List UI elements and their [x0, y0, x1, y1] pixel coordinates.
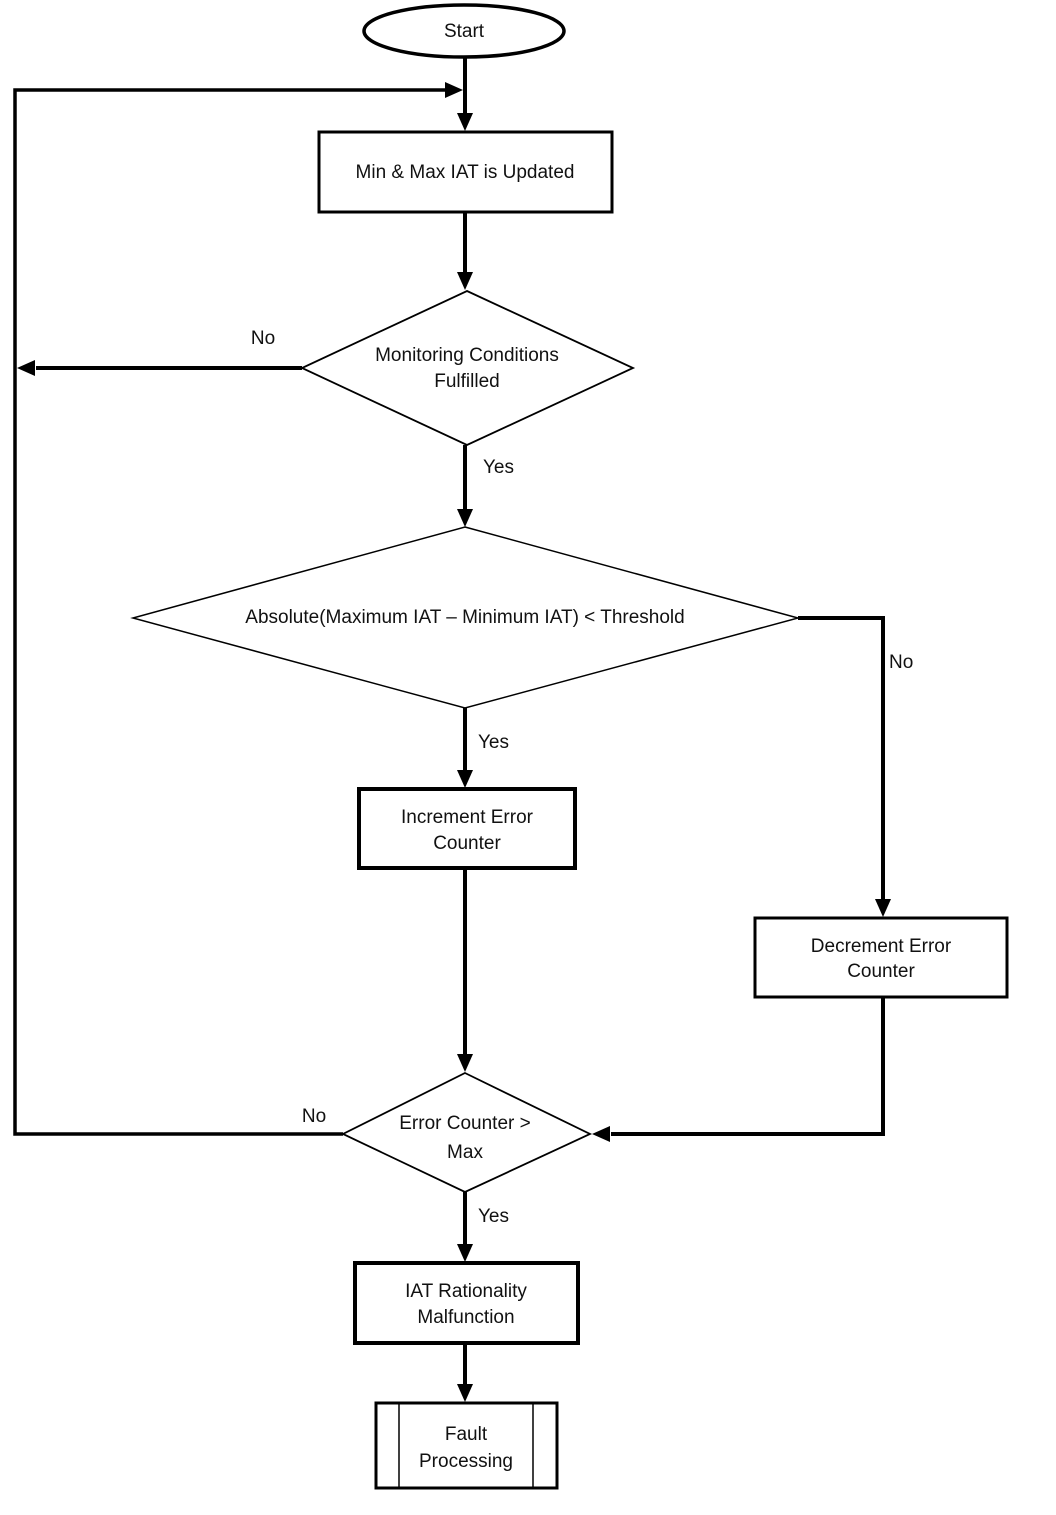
arrowheads	[17, 82, 891, 1402]
arrowhead-increment-to-check-icon	[457, 1054, 473, 1072]
loop-back-line	[13, 88, 446, 1136]
malfunction-label-line2: Malfunction	[417, 1307, 514, 1328]
increment-label-line2: Counter	[433, 833, 501, 854]
monitoring-no-label: No	[251, 328, 275, 349]
malfunction-node	[353, 1261, 580, 1345]
decrement-label-line2: Counter	[847, 961, 915, 982]
arrowhead-check-yes-icon	[457, 1244, 473, 1262]
arrowhead-malfunction-to-fault-icon	[457, 1384, 473, 1402]
counter-yes-label: Yes	[478, 1206, 509, 1227]
malfunction-label-line1: IAT Rationality	[405, 1281, 527, 1302]
fault-node	[374, 1401, 559, 1490]
arrowhead-update-to-monitoring-icon	[457, 272, 473, 290]
counter-check-decision-node	[340, 1071, 593, 1193]
monitoring-label-line1: Monitoring Conditions	[375, 345, 559, 366]
connectors	[13, 57, 885, 1389]
monitoring-yes-label: Yes	[483, 457, 514, 478]
arrowhead-decrement-to-check-icon	[592, 1126, 610, 1142]
counter-no-label: No	[302, 1106, 326, 1127]
decrement-to-check-line	[611, 997, 885, 1136]
decrement-label-line1: Decrement Error	[811, 936, 952, 957]
arrowhead-threshold-yes-icon	[457, 770, 473, 788]
update-label: Min & Max IAT is Updated	[356, 162, 575, 183]
arrowhead-loop-rejoin-icon	[445, 82, 463, 98]
counter-check-label-line1: Error Counter >	[399, 1113, 530, 1134]
arrowhead-monitoring-yes-icon	[457, 509, 473, 527]
decrement-node	[753, 916, 1009, 999]
fault-label-line2: Processing	[419, 1451, 513, 1472]
fault-label-line1: Fault	[445, 1424, 488, 1445]
increment-label-line1: Increment Error	[401, 807, 534, 828]
arrowhead-monitoring-no-icon	[17, 360, 35, 376]
arrowhead-start-to-update-icon	[457, 113, 473, 131]
monitoring-decision-node	[299, 290, 636, 446]
monitoring-label-line2: Fulfilled	[434, 371, 499, 392]
update-node	[317, 130, 614, 214]
start-label: Start	[444, 21, 485, 42]
threshold-no-line	[798, 616, 885, 904]
threshold-yes-label: Yes	[478, 732, 509, 753]
threshold-label: Absolute(Maximum IAT – Minimum IAT) < Th…	[245, 607, 684, 628]
start-node	[362, 3, 566, 59]
threshold-no-label: No	[889, 652, 913, 673]
threshold-decision-node	[130, 526, 801, 709]
counter-check-label-line2: Max	[447, 1142, 483, 1163]
arrowhead-threshold-no-icon	[875, 899, 891, 917]
increment-node	[357, 787, 577, 870]
